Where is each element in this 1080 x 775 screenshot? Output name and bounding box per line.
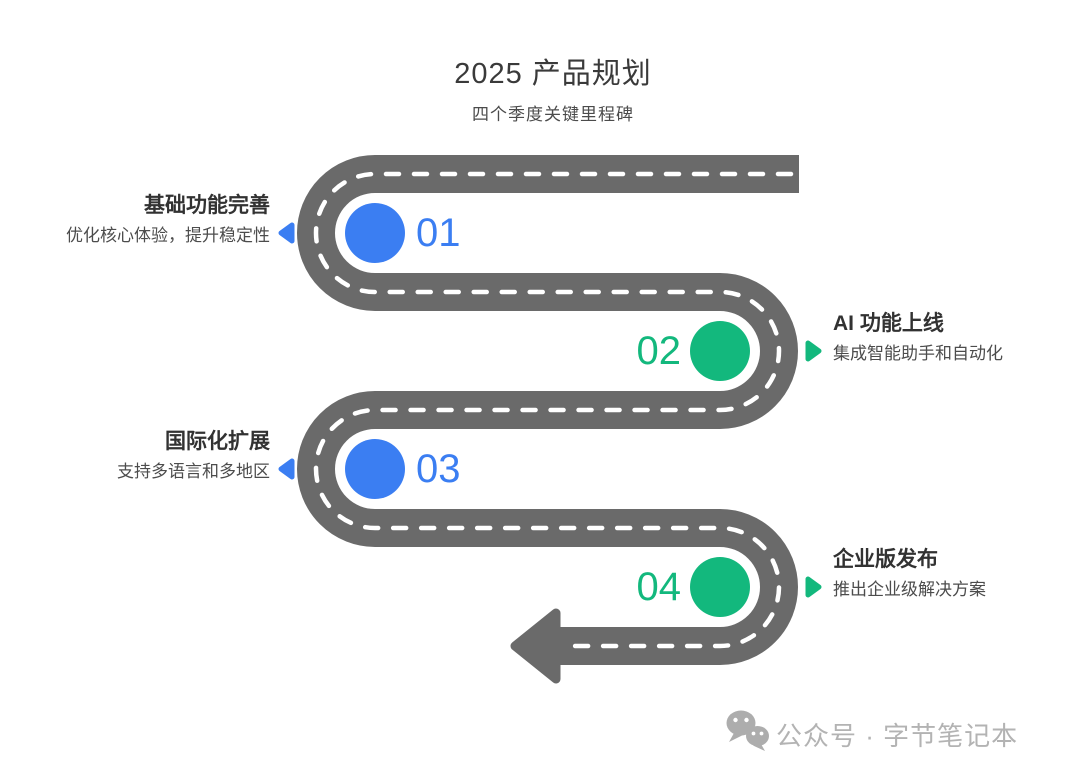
milestone-02-pointer-right-icon: [805, 340, 822, 362]
milestone-01-pointer-left-icon: [278, 222, 295, 244]
milestone-02-label: AI 功能上线 集成智能助手和自动化: [833, 310, 1003, 365]
milestone-04-desc: 推出企业级解决方案: [833, 580, 986, 599]
page-subtitle: 四个季度关键里程碑: [472, 105, 634, 124]
milestone-04-pointer-right-icon: [805, 576, 822, 598]
milestone-01-title: 基础功能完善: [144, 194, 270, 217]
milestone-02-desc: 集成智能助手和自动化: [833, 344, 1003, 363]
milestone-03-label: 国际化扩展 支持多语言和多地区: [117, 428, 270, 483]
road-center-dashes: [313, 171, 794, 649]
milestone-03-desc: 支持多语言和多地区: [117, 462, 270, 481]
milestone-03-circle: [345, 439, 405, 499]
footer-account-name: 公众号 · 字节笔记本: [776, 721, 1019, 751]
milestone-02-circle: [690, 321, 750, 381]
milestone-04-number: 04: [636, 565, 682, 609]
milestone-03-number: 03: [416, 447, 461, 491]
road-arrowhead-icon: [510, 608, 561, 684]
milestone-04-label: 企业版发布 推出企业级解决方案: [833, 546, 986, 601]
milestone-02-number: 02: [636, 329, 682, 373]
milestone-04-title: 企业版发布: [833, 548, 938, 571]
milestone-01-label: 基础功能完善 优化核心体验，提升稳定性: [66, 192, 270, 247]
milestone-03-title: 国际化扩展: [165, 430, 270, 453]
milestone-01-circle: [345, 203, 405, 263]
milestone-04-circle: [690, 557, 750, 617]
page-title: 2025 产品规划: [454, 58, 652, 90]
milestone-01-desc: 优化核心体验，提升稳定性: [66, 226, 270, 245]
milestone-03-pointer-left-icon: [278, 458, 295, 480]
wechat-icon: [726, 710, 769, 751]
milestone-01-number: 01: [416, 211, 461, 255]
milestone-02-title: AI 功能上线: [833, 312, 944, 335]
